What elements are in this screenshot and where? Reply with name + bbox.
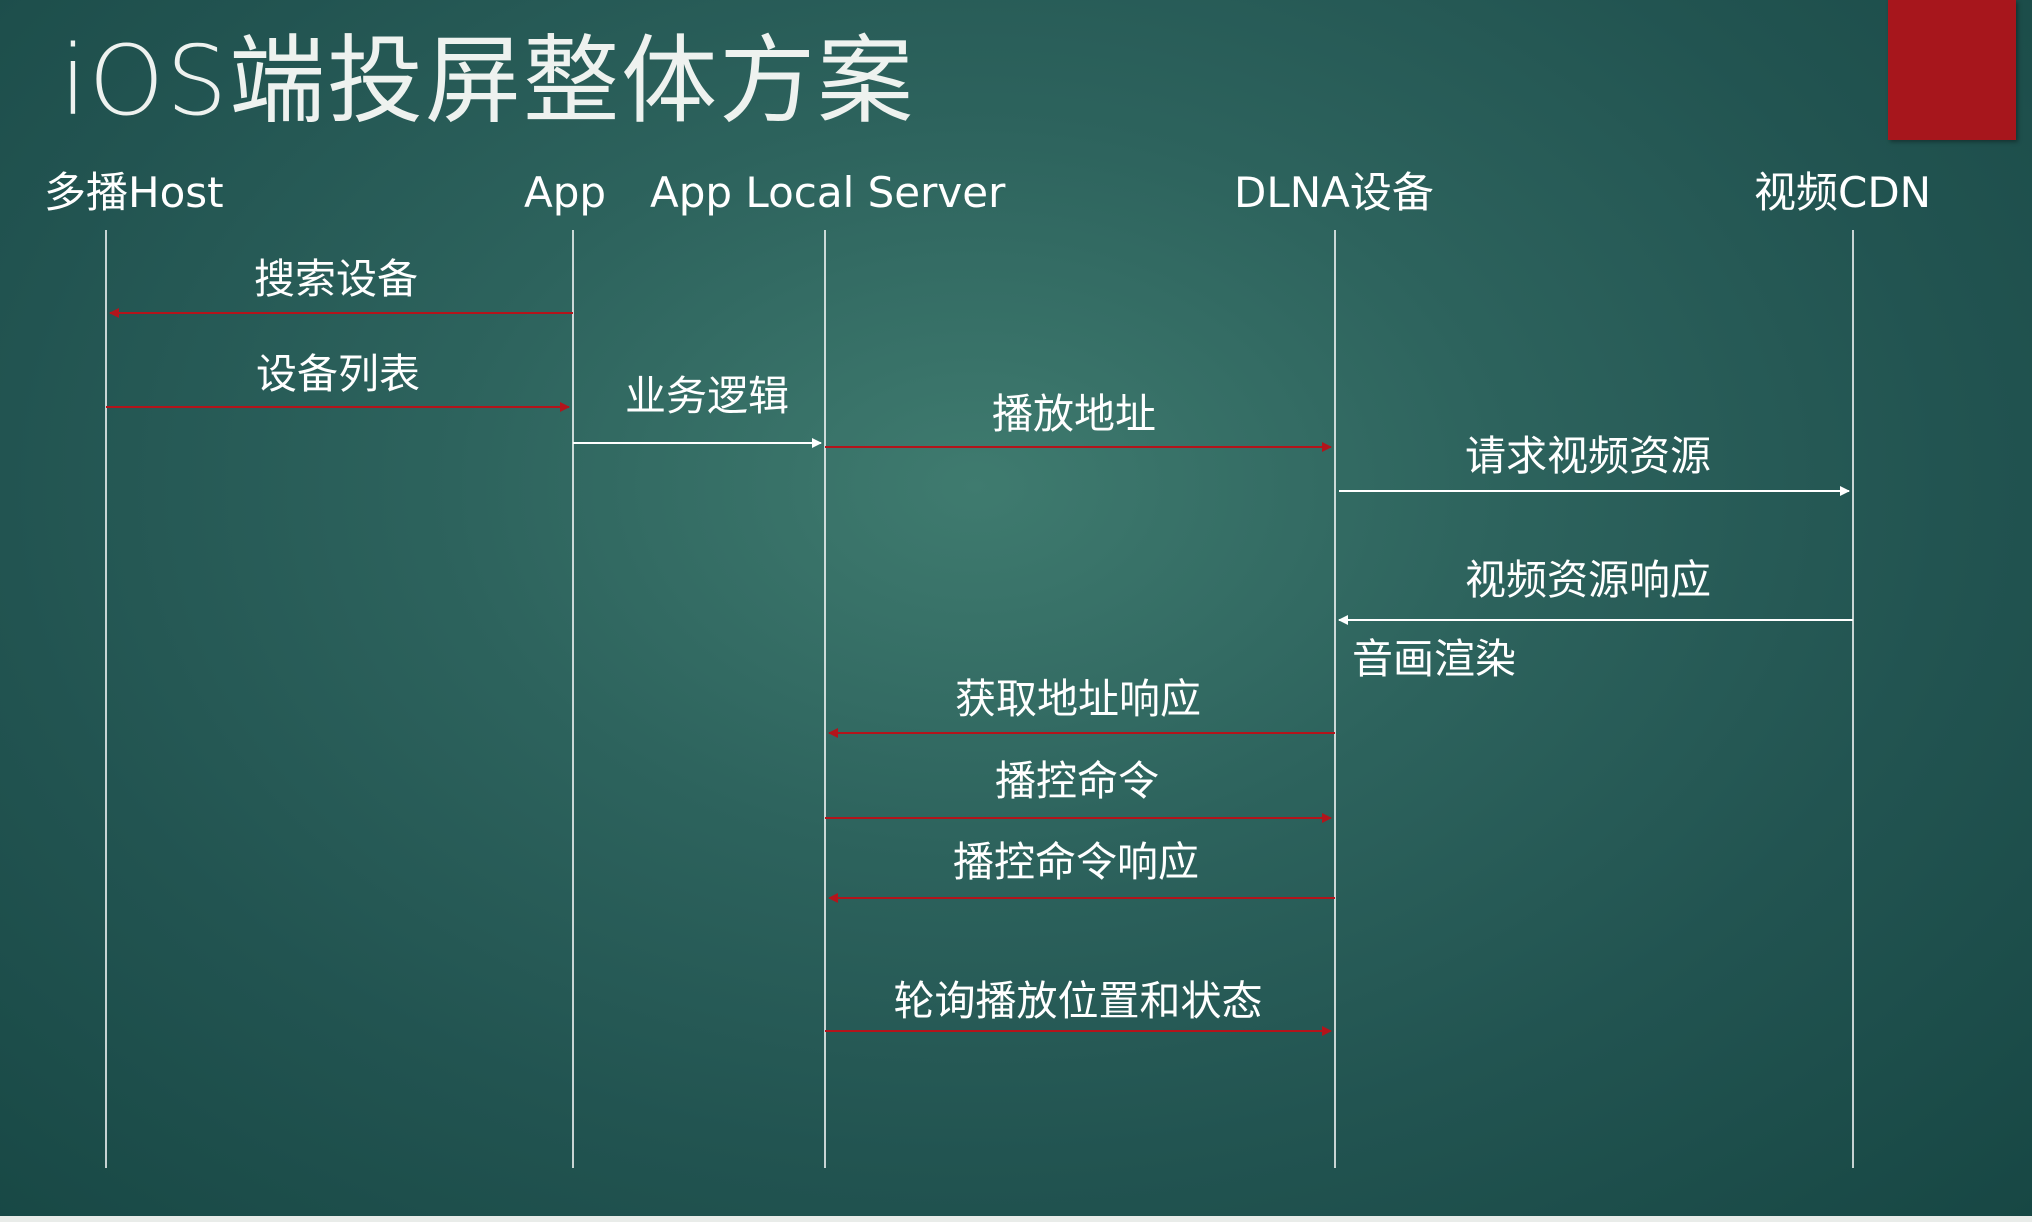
- message-label-control-response: 播控命令响应: [953, 838, 1199, 886]
- message-label-device-list: 设备列表: [256, 350, 420, 398]
- message-label-url-response: 获取地址响应: [955, 675, 1201, 723]
- slide-title: iOS端投屏整体方案: [60, 25, 916, 137]
- message-label-poll-status: 轮询播放位置和状态: [894, 977, 1263, 1025]
- note-av-render: 音画渲染: [1352, 635, 1516, 683]
- message-label-play-url: 播放地址: [992, 390, 1156, 438]
- message-label-video-response: 视频资源响应: [1465, 556, 1711, 604]
- actor-dlna-device: DLNA设备: [1234, 168, 1434, 217]
- actor-app: App: [524, 168, 606, 217]
- corner-accent-block: [1888, 0, 2016, 140]
- message-label-business-logic: 业务逻辑: [625, 372, 789, 420]
- actor-multicast-host: 多播Host: [44, 168, 224, 217]
- actor-app-local-server: App Local Server: [650, 168, 1006, 217]
- actor-video-cdn: 视频CDN: [1754, 168, 1931, 217]
- message-label-request-video: 请求视频资源: [1465, 432, 1711, 480]
- message-label-search-devices: 搜索设备: [254, 255, 418, 303]
- bottom-edge-bar: [0, 1216, 2032, 1222]
- message-label-control-command: 播控命令: [995, 757, 1159, 805]
